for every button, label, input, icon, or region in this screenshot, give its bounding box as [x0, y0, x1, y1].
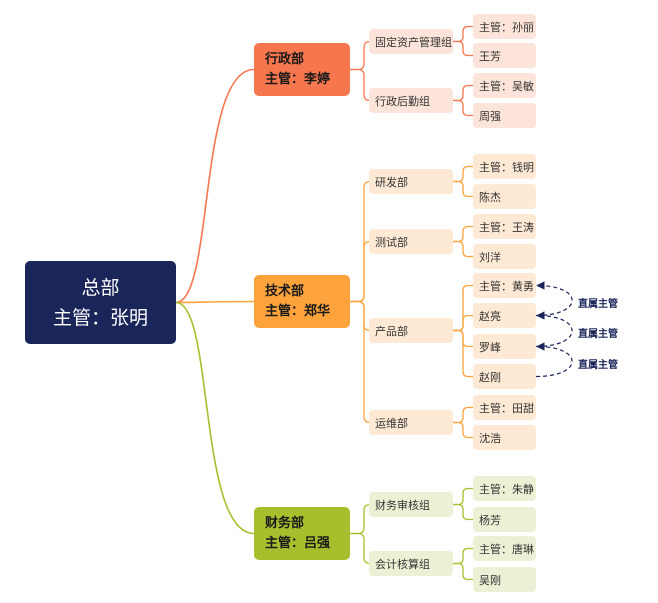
group-connector: [350, 532, 371, 565]
group-connector: [350, 240, 371, 303]
member-label: 主管：田甜: [479, 401, 534, 415]
member-label: 主管：朱静: [479, 482, 534, 496]
group-label: 产品部: [375, 324, 408, 338]
member-node: 王芳: [473, 43, 536, 68]
member-connector: [453, 84, 473, 102]
member-label: 主管：王涛: [479, 220, 534, 234]
member-node: 主管：吴敏: [473, 73, 536, 98]
dept-connector: [175, 300, 255, 304]
member-node: 周强: [473, 103, 536, 128]
member-label: 主管：吴敏: [479, 79, 534, 93]
annotation-label: 直属主管: [578, 360, 618, 371]
member-label: 主管：唐琳: [479, 542, 534, 556]
dept-node-finance: 财务部 主管：吕强: [254, 507, 350, 560]
member-label: 赵刚: [479, 370, 501, 384]
dept-name: 财务部: [265, 515, 305, 531]
annotation-arrow: [535, 342, 573, 378]
dept-name: 技术部: [265, 283, 305, 299]
member-connector: [453, 240, 473, 258]
dept-connector: [175, 68, 255, 304]
member-connector: [453, 421, 473, 439]
member-label: 罗峰: [479, 340, 501, 354]
member-label: 王芳: [479, 49, 501, 63]
member-connector: [453, 314, 473, 332]
member-node: 沈浩: [473, 425, 536, 450]
member-label: 主管：孙丽: [479, 20, 534, 34]
annotation-arrow: [535, 281, 573, 317]
group-label: 研发部: [375, 175, 408, 189]
member-node: 罗峰: [473, 334, 536, 359]
member-connector: [453, 329, 473, 378]
member-connector: [453, 225, 473, 243]
group-node: 会计核算组: [369, 551, 453, 576]
root-title: 总部: [81, 276, 120, 299]
group-connector: [350, 300, 371, 332]
group-label: 行政后勤组: [375, 94, 430, 108]
member-node: 赵亮: [473, 303, 536, 328]
member-label: 主管：钱明: [479, 160, 534, 174]
dept-node-admin: 行政部 主管：李婷: [254, 43, 350, 96]
member-connector: [453, 99, 473, 117]
member-connector: [453, 25, 473, 43]
member-label: 陈杰: [479, 190, 501, 204]
member-node: 主管：黄勇: [473, 273, 536, 298]
member-label: 沈浩: [479, 431, 501, 445]
annotation-arrow: [535, 311, 573, 348]
group-label: 会计核算组: [375, 557, 430, 571]
annotation-label: 直属主管: [578, 299, 618, 310]
member-connector: [453, 40, 473, 57]
group-label: 财务审核组: [375, 498, 430, 512]
dept-manager: 主管：吕强: [265, 535, 331, 551]
group-node: 固定资产管理组: [369, 29, 453, 54]
member-node: 主管：孙丽: [473, 14, 536, 39]
root-manager: 主管：张明: [52, 306, 148, 329]
member-connector: [453, 165, 473, 183]
dept-name: 行政部: [265, 51, 305, 67]
group-node: 产品部: [369, 318, 453, 343]
member-node: 陈杰: [473, 184, 536, 209]
group-connector: [350, 40, 371, 71]
group-connector: [350, 68, 371, 102]
member-node: 主管：王涛: [473, 214, 536, 239]
member-connector: [453, 547, 473, 565]
dept-connector: [175, 301, 255, 535]
member-label: 赵亮: [479, 309, 501, 323]
group-label: 固定资产管理组: [375, 35, 452, 49]
group-connector: [350, 300, 371, 424]
member-node: 赵刚: [473, 364, 536, 389]
group-node: 行政后勤组: [369, 88, 453, 113]
dept-manager: 主管：李婷: [265, 71, 331, 87]
annotation-label: 直属主管: [578, 329, 618, 340]
member-connector: [453, 562, 473, 581]
member-node: 主管：田甜: [473, 395, 536, 420]
member-connector: [453, 180, 473, 198]
group-node: 测试部: [369, 229, 453, 254]
member-node: 杨芳: [473, 507, 536, 532]
member-node: 刘洋: [473, 244, 536, 269]
group-connector: [350, 503, 371, 535]
member-label: 周强: [479, 109, 501, 123]
member-node: 主管：朱静: [473, 476, 536, 501]
dept-node-tech: 技术部 主管：郑华: [254, 275, 350, 328]
member-label: 主管：黄勇: [479, 279, 534, 293]
member-node: 主管：唐琳: [473, 536, 536, 561]
dept-manager: 主管：郑华: [265, 303, 331, 319]
member-connector: [453, 487, 473, 506]
member-node: 主管：钱明: [473, 154, 536, 179]
group-node: 财务审核组: [369, 492, 453, 517]
member-node: 吴刚: [473, 567, 536, 592]
member-connector: [453, 503, 473, 521]
member-connector: [453, 406, 473, 424]
member-label: 吴刚: [479, 573, 501, 587]
group-label: 运维部: [375, 416, 408, 430]
group-label: 测试部: [375, 235, 408, 249]
member-label: 刘洋: [479, 250, 501, 264]
group-node: 研发部: [369, 169, 453, 194]
root-node: 总部 主管：张明: [25, 261, 176, 344]
member-label: 杨芳: [479, 513, 501, 527]
group-node: 运维部: [369, 410, 453, 435]
